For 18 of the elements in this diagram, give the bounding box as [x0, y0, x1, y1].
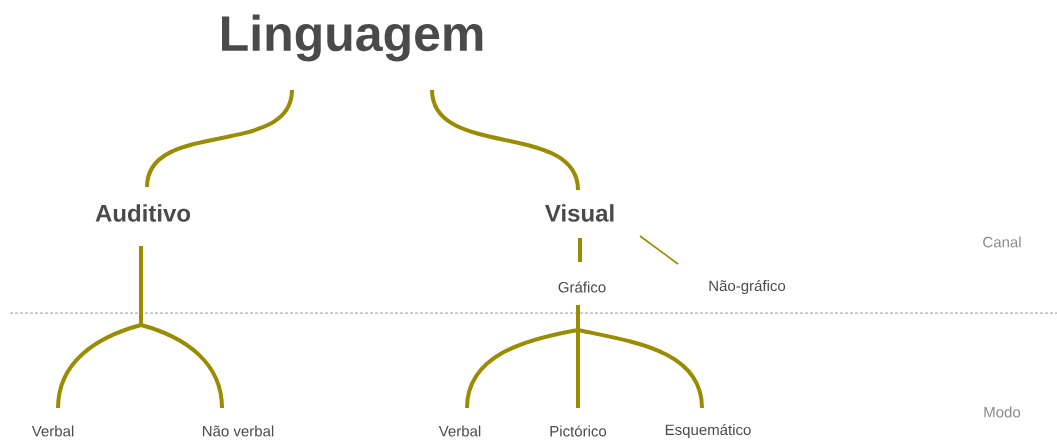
- connector-line: [639, 235, 679, 265]
- title-word: Linguagem: [222, 14, 483, 62]
- leaf-label: Verbal: [31, 425, 74, 437]
- connector-line: [139, 246, 224, 409]
- connector-line: [576, 305, 704, 409]
- axis-label: Canal: [983, 236, 1021, 248]
- connector-line: [430, 89, 580, 191]
- subcategory-label: Não-gráfico: [709, 279, 786, 295]
- category-label: Visual: [545, 204, 614, 222]
- axis-label: Modo: [984, 406, 1021, 418]
- connector-line: [145, 89, 294, 188]
- leaf-label: Pictórico: [550, 425, 607, 437]
- category-label: Auditivo: [95, 204, 191, 222]
- leaf-label: Verbal: [438, 425, 481, 437]
- leaf-label: Não verbal: [202, 425, 274, 437]
- connector-line: [578, 238, 582, 262]
- subcategory-label: Gráfico: [558, 281, 606, 293]
- leaf-label: Esquemático: [665, 423, 751, 439]
